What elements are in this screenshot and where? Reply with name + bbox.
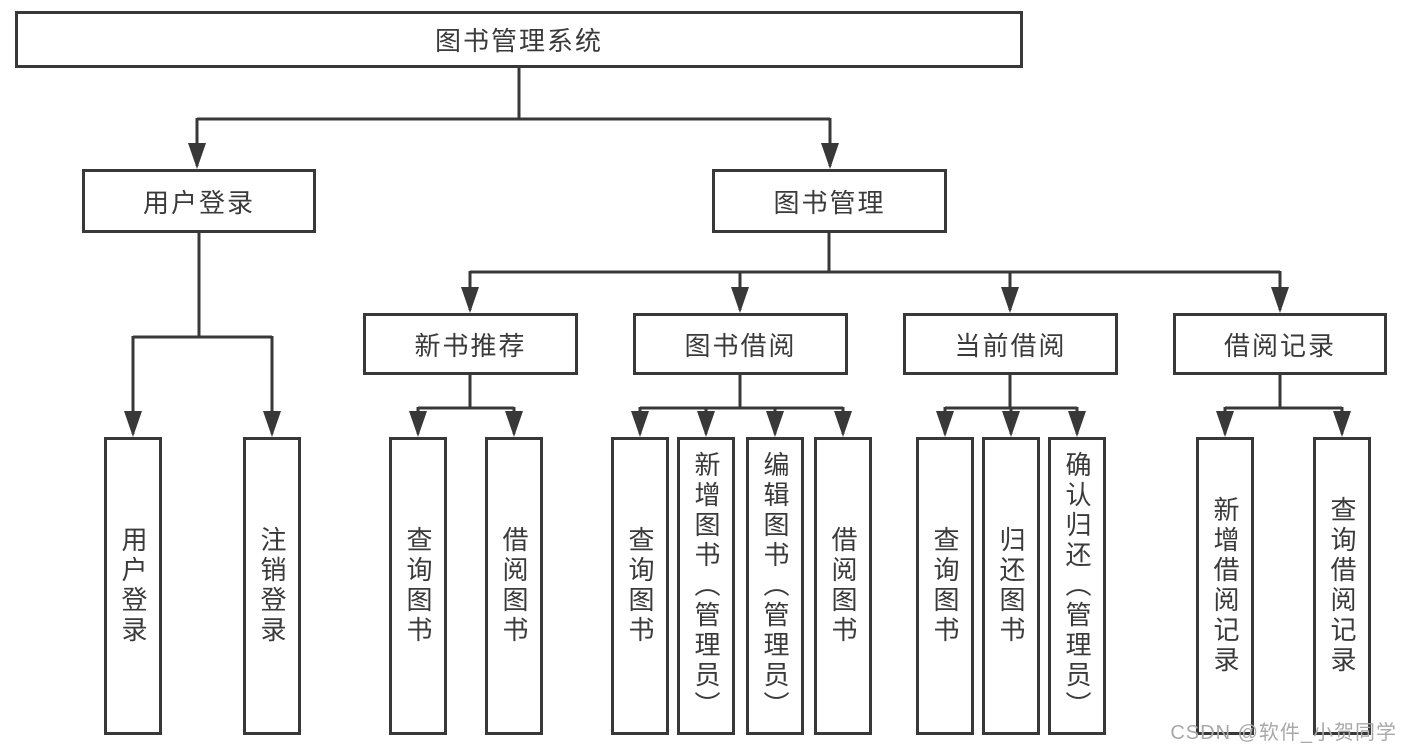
arrowheads xyxy=(124,143,1351,437)
node-book-management: 图书管理 xyxy=(712,169,947,233)
leaf-return-book: 归还图书 xyxy=(982,437,1040,735)
leaf-user-login-label: 用户登录 xyxy=(118,526,148,646)
node-root-label: 图书管理系统 xyxy=(434,26,603,56)
leaf-logout-label: 注销登录 xyxy=(257,526,287,646)
node-user-login-label: 用户登录 xyxy=(142,187,255,218)
leaf-edit-book-admin-label: 编辑图书（管理员） xyxy=(760,451,790,721)
leaf-query-books-recommend-label: 查询图书 xyxy=(403,526,433,646)
leaf-query-books-borrow: 查询图书 xyxy=(611,437,669,735)
leaf-query-books-current-label: 查询图书 xyxy=(930,526,960,646)
node-book-management-label: 图书管理 xyxy=(773,187,886,218)
node-new-book-recommend: 新书推荐 xyxy=(363,313,578,375)
node-borrow-records-label: 借阅记录 xyxy=(1223,330,1336,361)
leaf-query-books-recommend: 查询图书 xyxy=(389,437,447,735)
leaf-query-books-borrow-label: 查询图书 xyxy=(625,526,655,646)
leaf-confirm-return-admin-label: 确认归还（管理员） xyxy=(1062,451,1092,721)
leaf-borrow-books-label: 借阅图书 xyxy=(828,526,858,646)
node-new-book-recommend-label: 新书推荐 xyxy=(414,330,527,361)
node-book-borrow-label: 图书借阅 xyxy=(684,330,797,361)
watermark: CSDN @软件_小贺同学 xyxy=(1170,722,1397,744)
leaf-borrow-books: 借阅图书 xyxy=(814,437,872,735)
node-book-borrow: 图书借阅 xyxy=(633,313,848,375)
leaf-add-borrow-record: 新增借阅记录 xyxy=(1196,437,1254,735)
leaf-query-borrow-record: 查询借阅记录 xyxy=(1313,437,1371,735)
leaf-confirm-return-admin: 确认归还（管理员） xyxy=(1048,437,1106,735)
leaf-borrow-books-recommend: 借阅图书 xyxy=(485,437,543,735)
leaf-query-borrow-record-label: 查询借阅记录 xyxy=(1327,496,1357,676)
leaf-add-book-admin-label: 新增图书（管理员） xyxy=(691,451,721,721)
leaf-logout: 注销登录 xyxy=(243,437,301,735)
leaf-return-book-label: 归还图书 xyxy=(996,526,1026,646)
node-current-borrow-label: 当前借阅 xyxy=(954,330,1067,361)
leaf-add-borrow-record-label: 新增借阅记录 xyxy=(1210,496,1240,676)
leaf-user-login: 用户登录 xyxy=(104,437,162,735)
node-current-borrow: 当前借阅 xyxy=(903,313,1118,375)
leaf-edit-book-admin: 编辑图书（管理员） xyxy=(746,437,804,735)
leaf-query-books-current: 查询图书 xyxy=(916,437,974,735)
leaf-add-book-admin: 新增图书（管理员） xyxy=(677,437,735,735)
node-borrow-records: 借阅记录 xyxy=(1173,313,1387,375)
node-user-login: 用户登录 xyxy=(82,169,316,233)
node-root: 图书管理系统 xyxy=(15,11,1023,68)
leaf-borrow-books-recommend-label: 借阅图书 xyxy=(499,526,529,646)
